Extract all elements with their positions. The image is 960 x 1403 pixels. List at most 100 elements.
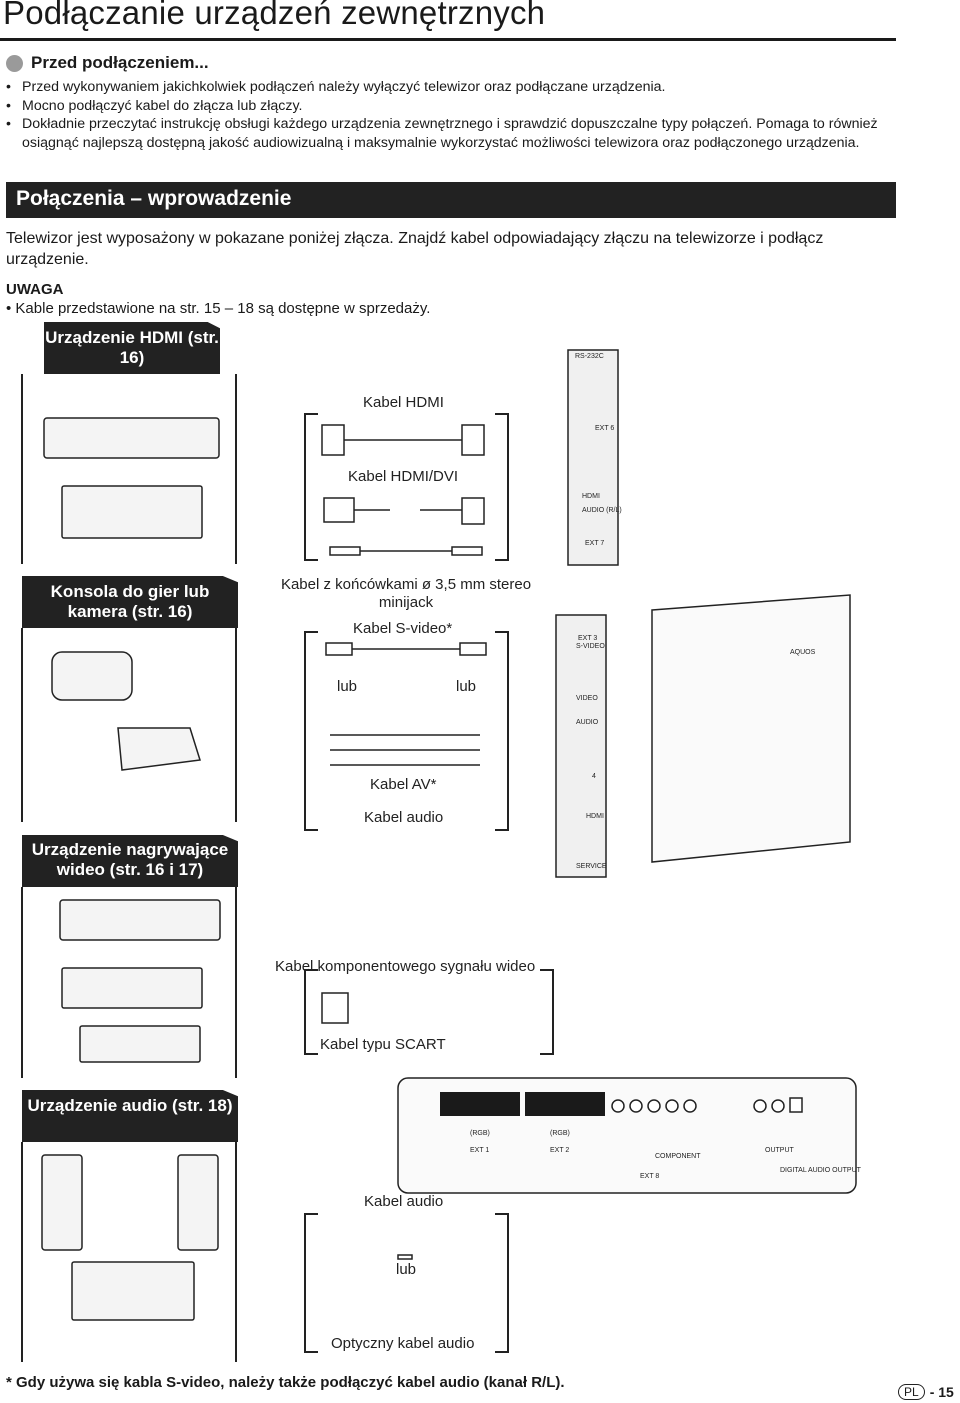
cable-label-svideo: Kabel S-video*: [353, 620, 453, 637]
recorder-2: [61, 967, 203, 1009]
list-item: Przed wykonywaniem jakichkolwiek podłącz…: [6, 78, 896, 97]
side-panel-top: [567, 349, 619, 566]
section-title: Połączenia – wprowadzenie: [16, 187, 292, 210]
device-label-recorder: Urządzenie nagrywające wideo (str. 16 i …: [22, 835, 238, 887]
before-heading: Przed podłączeniem...: [6, 53, 209, 73]
label-output: OUTPUT: [765, 1147, 795, 1154]
label-ext7: EXT 7: [585, 540, 604, 547]
tv-back: [651, 594, 851, 863]
title-rule: [0, 38, 896, 41]
label-video: VIDEO: [576, 695, 598, 702]
list-item: Mocno podłączyć kabel do złącza lub złąc…: [6, 97, 896, 116]
hdmi-plug-right: [461, 424, 485, 456]
cable-label-component: Kabel komponentowego sygnału wideo: [275, 958, 536, 975]
bracket-hdmi-devices: [21, 374, 237, 564]
optical-plug: [397, 1254, 413, 1260]
camcorder: [51, 651, 133, 701]
vcr: [79, 1025, 201, 1063]
speaker-left: [41, 1154, 83, 1251]
language-badge: PL: [898, 1384, 925, 1400]
svideo-right: [459, 642, 487, 656]
cable-label-optical: Optyczny kabel audio: [331, 1335, 475, 1352]
bullet-circle-icon: [6, 54, 23, 72]
note-text-value: Kable przedstawione na str. 15 – 18 są d…: [15, 300, 431, 317]
page-number: PL - 15: [898, 1384, 954, 1400]
cable-label-audio-1: Kabel audio: [364, 809, 444, 826]
rca-out-r: [771, 1099, 785, 1113]
cable-bracket-right-2: [495, 631, 509, 831]
rca-2: [629, 1099, 643, 1113]
hdmi-plug-dvi: [461, 497, 485, 525]
or-label-2: lub: [456, 678, 477, 695]
cable-label-hdmi: Kabel HDMI: [363, 394, 444, 411]
label-ext3: EXT 3: [578, 635, 597, 642]
recorder-1: [59, 899, 221, 941]
cable-label-av: Kabel AV*: [370, 776, 437, 793]
label-ext4: 4: [592, 773, 596, 780]
device-label-audio: Urządzenie audio (str. 18): [22, 1090, 238, 1142]
dvi-plug: [323, 497, 355, 523]
cable-bracket-left-3: [304, 969, 318, 1055]
label-audio: AUDIO: [576, 719, 599, 726]
label-ext6: EXT 6: [595, 425, 614, 432]
label-rgb-2: (RGB): [550, 1130, 570, 1137]
rca-out-l: [753, 1099, 767, 1113]
optical-port: [789, 1097, 803, 1113]
label-brand: AQUOS: [790, 649, 816, 656]
rca-4: [665, 1099, 679, 1113]
or-label-3: lub: [396, 1261, 417, 1278]
label-ext8: EXT 8: [640, 1173, 659, 1180]
page-title: Podłączanie urządzeń zewnętrznych: [3, 0, 546, 31]
note-label: UWAGA: [6, 281, 64, 298]
cable-label-minijack: Kabel z końcówkami ø 3,5 mm stereo minij…: [280, 576, 532, 611]
label-ext1: EXT 1: [470, 1147, 489, 1154]
label-rgb-1: (RGB): [470, 1130, 490, 1137]
intro-text: Telewizor jest wyposażony w pokazane pon…: [6, 230, 824, 268]
hdmi-receiver: [61, 485, 203, 539]
label-hdmi: HDMI: [582, 493, 600, 500]
bracket-recorder-devices: [21, 887, 237, 1078]
label-service: SERVICE: [576, 863, 607, 870]
label-rs232c: RS-232C: [575, 353, 604, 360]
cable-label-hdmi-dvi: Kabel HDMI/DVI: [348, 468, 459, 485]
rca-3: [647, 1099, 661, 1113]
cable-bracket-right-4: [495, 1213, 509, 1353]
av-cable-lines: [330, 734, 480, 766]
before-list: Przed wykonywaniem jakichkolwiek podłącz…: [6, 78, 896, 152]
side-panel-bottom: [555, 614, 607, 878]
list-item: Dokładnie przeczytać instrukcję obsługi …: [6, 115, 896, 152]
or-label-1: lub: [337, 678, 358, 695]
cable-label-scart: Kabel typu SCART: [320, 1036, 446, 1053]
note-text: • Kable przedstawione na str. 15 – 18 są…: [6, 300, 431, 317]
minijack-left: [329, 546, 361, 556]
footnote: * Gdy używa się kabla S-video, należy ta…: [6, 1374, 565, 1391]
speaker-right: [177, 1154, 219, 1251]
label-component: COMPONENT: [655, 1153, 701, 1160]
cable-bracket-left-1: [304, 413, 318, 561]
amplifier: [71, 1261, 195, 1321]
bracket-console-devices: [21, 628, 237, 822]
section-header: Połączenia – wprowadzenie: [6, 182, 896, 218]
rca-1: [611, 1099, 625, 1113]
scart-ext2: [525, 1092, 605, 1116]
before-heading-text: Przed podłączeniem...: [31, 53, 209, 72]
cable-bracket-right-3: [540, 969, 554, 1055]
cable-bracket-right-1: [495, 413, 509, 561]
hdmi-plug-left: [321, 424, 345, 456]
scart-ext1: [440, 1092, 520, 1116]
svideo-left: [325, 642, 353, 656]
hdmi-player: [43, 417, 220, 459]
label-hdmi2: HDMI: [586, 813, 604, 820]
device-label-console: Konsola do gier lub kamera (str. 16): [22, 576, 238, 628]
label-audio-rl: AUDIO (R/L): [582, 507, 622, 514]
cable-label-audio-2: Kabel audio: [364, 1193, 444, 1210]
rca-5: [683, 1099, 697, 1113]
bracket-audio-devices: [21, 1142, 237, 1362]
label-svideo: S-VIDEO: [576, 643, 605, 650]
scart-plug: [321, 992, 349, 1024]
cable-bracket-left-2: [304, 631, 318, 831]
cable-bracket-left-4: [304, 1213, 318, 1353]
page-number-value: - 15: [929, 1384, 954, 1400]
label-digital: DIGITAL AUDIO OUTPUT: [780, 1167, 862, 1174]
